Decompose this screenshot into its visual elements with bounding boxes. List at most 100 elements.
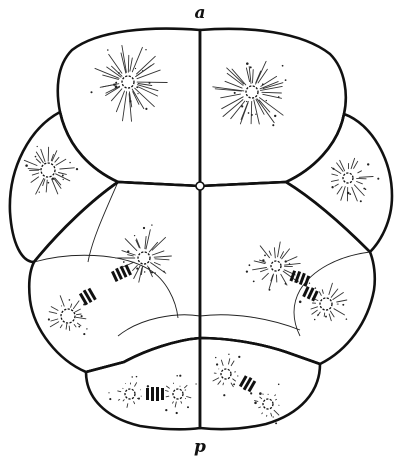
granule-dot [48, 182, 50, 184]
granule-dot [254, 402, 257, 405]
granule-dot [179, 375, 181, 377]
granule-dot [248, 112, 250, 114]
aster-ray [118, 400, 119, 401]
granule-dot [331, 186, 333, 188]
granule-dot [278, 96, 280, 98]
granule-dot [285, 79, 287, 81]
granule-dot [20, 156, 21, 157]
aster-ray [275, 395, 276, 396]
granule-dot [238, 356, 240, 358]
granule-dot [253, 281, 255, 283]
granule-dot [264, 254, 266, 256]
granule-dot [216, 363, 218, 365]
granule-dot [250, 66, 252, 68]
granule-dot [144, 271, 145, 272]
granule-dot [215, 357, 216, 358]
granule-dot [187, 406, 189, 408]
granule-dot [246, 270, 248, 272]
granule-dot [113, 84, 115, 86]
granule-dot [143, 227, 145, 229]
granule-dot [148, 268, 149, 269]
granule-dot [115, 82, 117, 84]
granule-dot [250, 392, 252, 394]
granule-dot [69, 162, 70, 163]
granule-dot [127, 250, 129, 252]
granule-dot [131, 376, 132, 377]
granule-dot [86, 328, 87, 329]
granule-dot [76, 168, 78, 170]
granule-dot [282, 65, 284, 67]
granule-dot [83, 333, 85, 335]
granule-dot [285, 260, 287, 262]
granule-dot [63, 179, 64, 180]
granule-dot [255, 114, 256, 115]
granule-dot [314, 319, 316, 321]
granule-dot [365, 188, 367, 190]
aster-ray [262, 413, 263, 414]
granule-dot [52, 178, 54, 180]
granule-dot [246, 101, 247, 102]
granule-dot [108, 392, 109, 393]
granule-dot [241, 105, 243, 107]
granule-dot [259, 392, 262, 395]
granule-dot [272, 124, 274, 126]
granule-dot [377, 178, 379, 180]
granule-dot [274, 115, 276, 117]
granule-dot [176, 375, 178, 377]
granule-dot [275, 422, 277, 424]
aster-ray [223, 383, 224, 385]
granule-dot [35, 156, 37, 158]
granule-dot [251, 114, 253, 116]
granule-dot [154, 272, 156, 274]
granule-dot [48, 318, 50, 320]
granule-dot [62, 175, 64, 177]
granule-dot [147, 385, 149, 387]
granule-dot [90, 91, 92, 93]
granule-dot [118, 72, 120, 74]
granule-dot [151, 271, 153, 273]
granule-dot [176, 412, 178, 414]
granule-dot [325, 316, 327, 318]
granule-dot [81, 315, 83, 317]
granule-dot [69, 299, 71, 301]
granule-dot [349, 193, 351, 195]
granule-dot [165, 409, 167, 411]
granule-dot [262, 259, 264, 261]
granule-dot [109, 398, 111, 400]
granule-dot [129, 100, 131, 102]
granule-dot [136, 86, 138, 88]
granule-dot [78, 326, 80, 328]
granule-dot [142, 70, 143, 71]
granule-dot [123, 261, 125, 263]
granule-dot [309, 283, 310, 284]
granule-dot [285, 283, 287, 285]
granule-dot [137, 93, 138, 94]
granule-dot [151, 224, 152, 225]
granule-dot [228, 354, 229, 355]
aster-ray [166, 396, 169, 397]
granule-dot [367, 163, 369, 165]
granule-dot [138, 398, 140, 400]
granule-dot [332, 168, 334, 170]
aster-ray [251, 102, 252, 124]
granule-dot [148, 82, 150, 84]
aster-ray [324, 313, 325, 316]
granule-dot [25, 164, 28, 167]
aster-ray [128, 55, 129, 72]
granule-dot [246, 62, 249, 65]
granule-dot [347, 192, 350, 195]
granule-dot [249, 264, 251, 266]
animal-pole-label: a [194, 3, 205, 23]
aster-ray [276, 399, 277, 400]
granule-dot [315, 287, 316, 288]
granule-dot [346, 318, 348, 320]
granule-dot [360, 200, 362, 202]
granule-dot [278, 384, 280, 386]
granule-dot [262, 83, 264, 85]
granule-dot [107, 49, 109, 51]
granule-dot [163, 271, 165, 273]
granule-dot [136, 268, 138, 270]
granule-dot [145, 49, 146, 50]
granule-dot [233, 383, 235, 385]
